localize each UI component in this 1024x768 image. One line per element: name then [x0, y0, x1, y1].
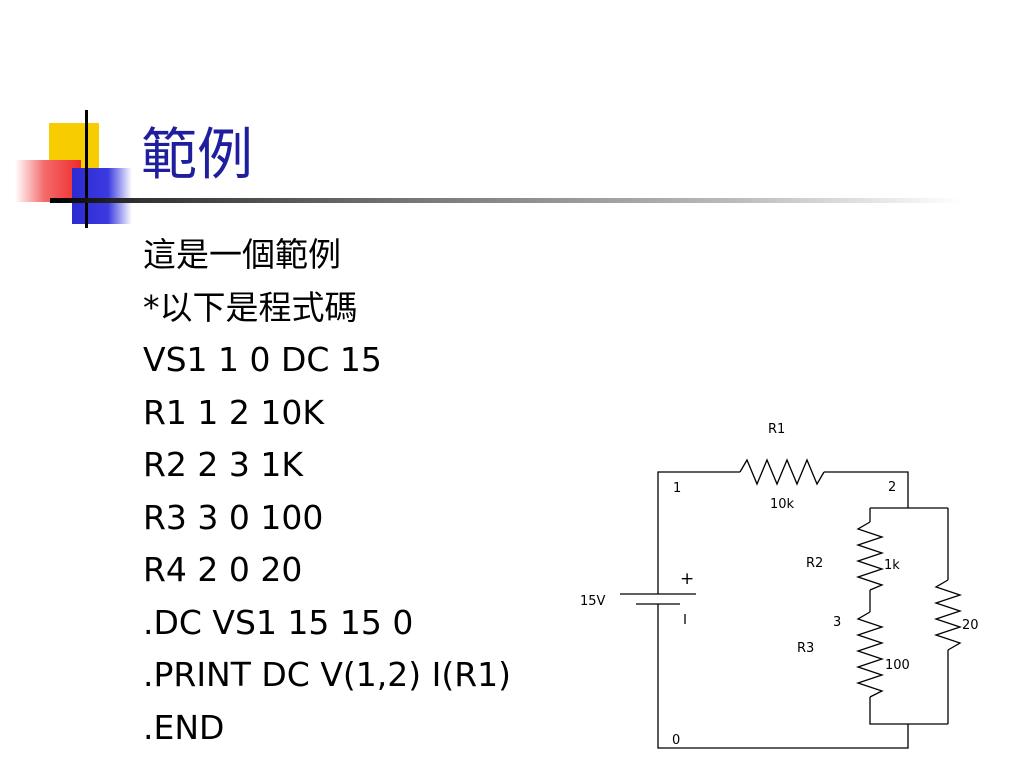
- resistor-r1-symbol: [739, 458, 825, 486]
- wire-top-right: [824, 471, 909, 508]
- node-3-label: 3: [833, 615, 841, 630]
- wire-r3-bottom: [869, 697, 948, 725]
- r1-value: 10k: [770, 497, 795, 512]
- resistor-r2-symbol: [855, 521, 885, 591]
- code-line: R3 3 0 100: [143, 497, 324, 537]
- node-2-label: 2: [888, 480, 896, 495]
- text-line: 這是一個範例: [143, 235, 341, 274]
- wire-bottom: [657, 604, 909, 749]
- decor-red-square: [15, 160, 81, 202]
- node-1-label: 1: [673, 481, 681, 496]
- resistor-r3-symbol: [855, 611, 885, 698]
- r1-label: R1: [768, 422, 785, 437]
- code-line: .DC VS1 15 15 0: [143, 602, 414, 642]
- source-plus-sign: +: [680, 569, 694, 589]
- slide-title: 範例: [141, 123, 253, 188]
- r2-value: 1k: [884, 558, 900, 573]
- r3-label: R3: [797, 641, 814, 656]
- code-line: R4 2 0 20: [143, 550, 303, 589]
- code-line: R1 1 2 10K: [143, 392, 325, 432]
- code-line: R2 2 3 1K: [143, 445, 304, 484]
- text-line: *以下是程式碼: [143, 287, 358, 327]
- r3-value: 100: [885, 658, 910, 673]
- decor-vertical-line: [85, 110, 88, 228]
- title-underline: [50, 198, 962, 203]
- code-line: .END: [143, 707, 225, 747]
- code-line: VS1 1 0 DC 15: [143, 340, 382, 379]
- r2-label: R2: [806, 556, 823, 571]
- r4-value: 20: [962, 618, 979, 633]
- code-listing: 這是一個範例 *以下是程式碼 VS1 1 0 DC 15 R1 1 2 10K …: [143, 229, 511, 754]
- source-value: 15V: [580, 594, 606, 609]
- code-line: .PRINT DC V(1,2) I(R1): [143, 655, 512, 694]
- node-0-label: 0: [672, 733, 680, 748]
- wire-top-left: [657, 471, 740, 594]
- decor-blue-square: [72, 168, 132, 224]
- resistor-r4-symbol: [933, 579, 963, 651]
